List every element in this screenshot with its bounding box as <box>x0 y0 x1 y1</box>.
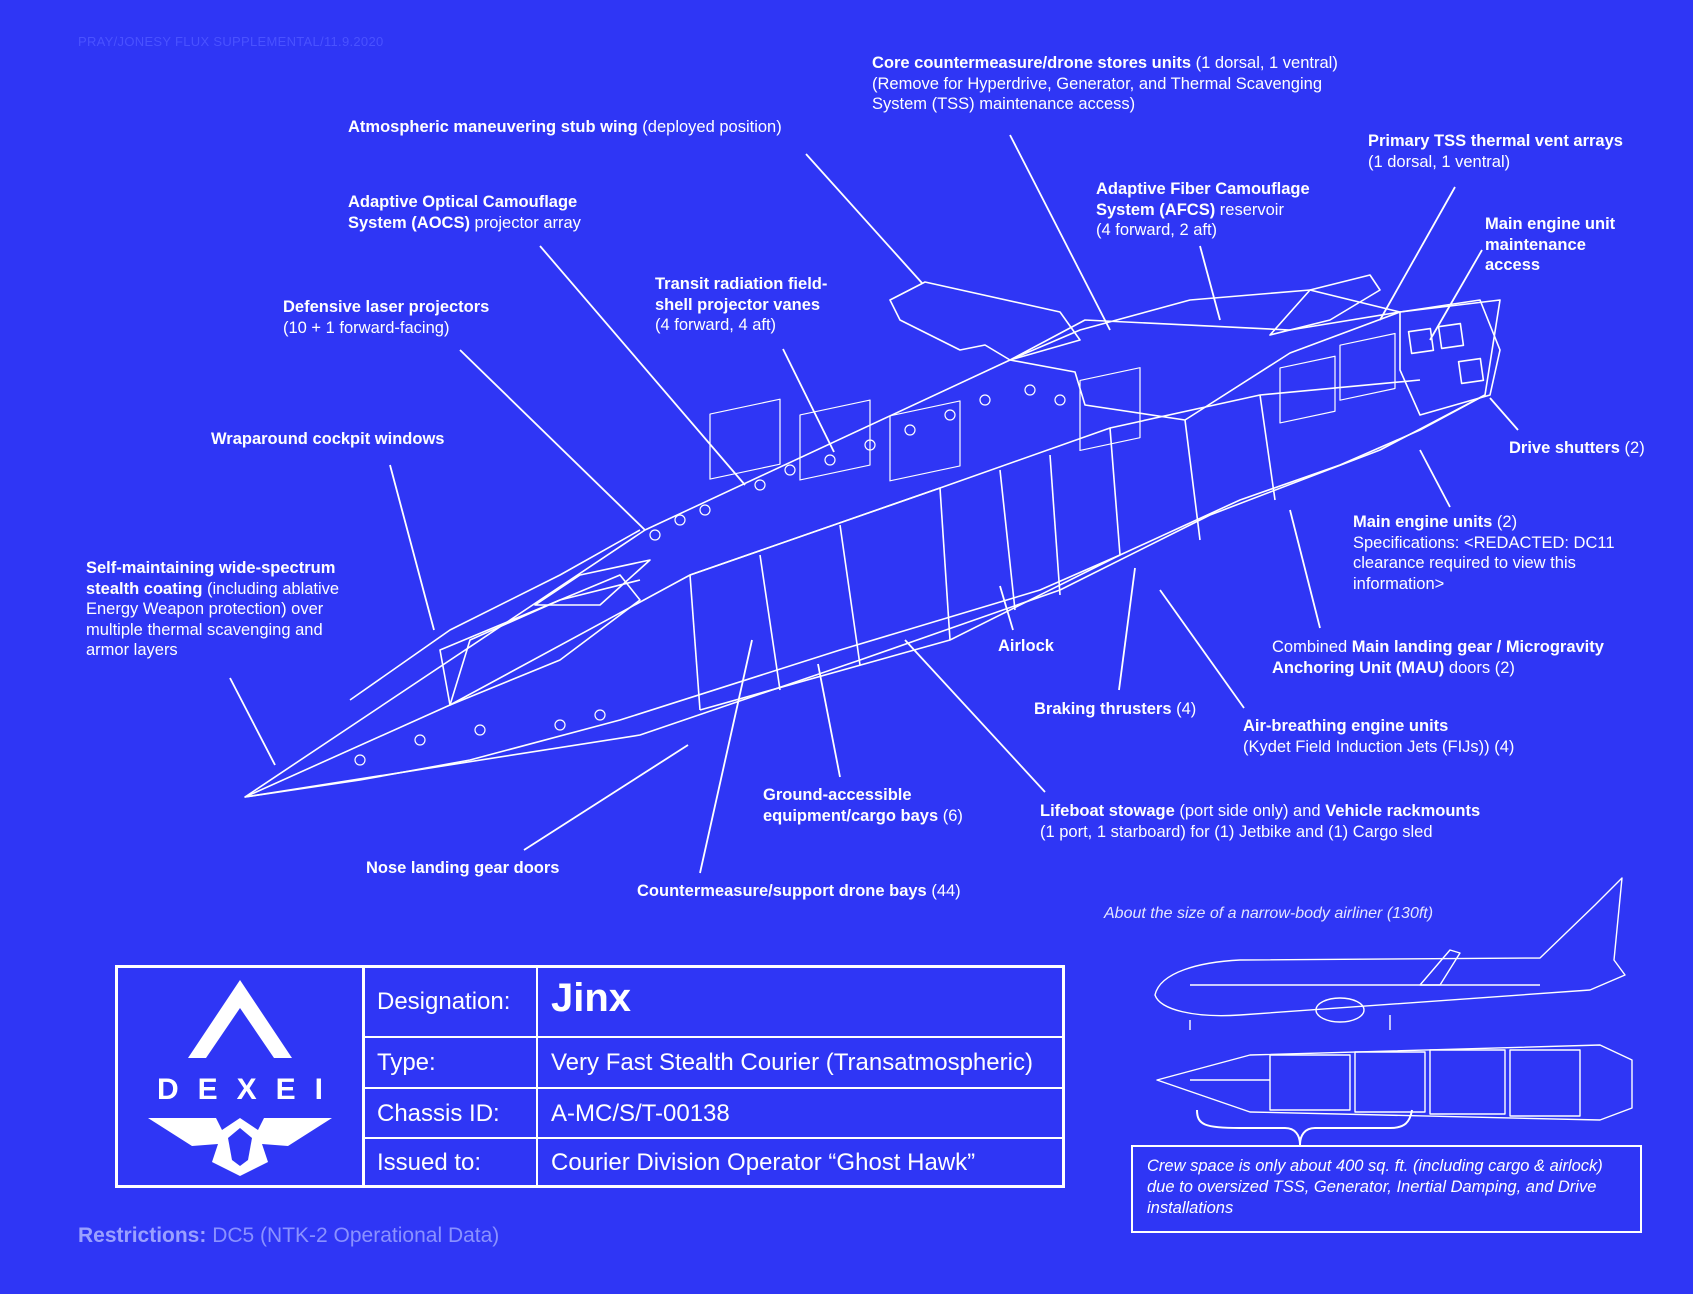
callout-engine-maintenance: Main engine unit maintenance access <box>1485 215 1616 274</box>
leader-lines <box>229 134 1519 874</box>
chassis-id-value: A-MC/S/T-00138 <box>551 1100 730 1127</box>
row-designation: Designation: Jinx <box>365 968 1062 1038</box>
callout-stub-wing: Atmospheric maneuvering stub wing (deplo… <box>348 118 782 136</box>
row-chassis-id: Chassis ID: A-MC/S/T-00138 <box>365 1089 1062 1139</box>
callout-braking-thrusters: Braking thrusters (4) <box>1034 700 1197 718</box>
chassis-id-label: Chassis ID: <box>377 1100 500 1127</box>
callout-drive-shutters: Drive shutters (2) <box>1509 439 1645 457</box>
airliner-silhouette <box>1154 877 1626 1030</box>
row-type: Type: Very Fast Stealth Courier (Transat… <box>365 1038 1062 1089</box>
engine-block <box>1399 299 1501 416</box>
callout-airlock: Airlock <box>998 637 1054 655</box>
laser-emitters <box>354 384 1066 766</box>
callout-main-engines: Main engine units (2) Specifications: <R… <box>1353 513 1615 593</box>
ship-plan-view <box>1156 1044 1633 1121</box>
cargo-bay-panels <box>709 332 1396 482</box>
issued-to-label: Issued to: <box>377 1149 482 1176</box>
restrictions: Restrictions: DC5 (NTK-2 Operational Dat… <box>78 1224 499 1248</box>
type-value: Very Fast Stealth Courier (Transatmosphe… <box>551 1049 1033 1076</box>
callout-cockpit-windows: Wraparound cockpit windows <box>211 430 445 448</box>
dexei-logo: DEXEI <box>118 968 365 1185</box>
scale-caption: About the size of a narrow-body airliner… <box>1104 905 1434 922</box>
tail-fin <box>1269 274 1381 336</box>
callout-radiation-vanes: Transit radiation field- shell projector… <box>655 275 828 334</box>
callout-stealth-coating: Self-maintaining wide-spectrum stealth c… <box>86 559 340 659</box>
row-issued-to: Issued to: Courier Division Operator “Gh… <box>365 1139 1062 1185</box>
callout-tss-vents: Primary TSS thermal vent arrays (1 dorsa… <box>1368 132 1623 171</box>
logo-wordmark: DEXEI <box>156 1073 343 1106</box>
type-label: Type: <box>377 1049 436 1076</box>
designation-label: Designation: <box>377 988 511 1015</box>
callout-drone-bays: Countermeasure/support drone bays (44) <box>637 882 961 900</box>
callout-core-stores: Core countermeasure/drone stores units (… <box>872 54 1338 113</box>
crew-space-note: Crew space is only about 400 sq. ft. (in… <box>1131 1145 1642 1233</box>
issued-to-value: Courier Division Operator “Ghost Hawk” <box>551 1149 976 1176</box>
callout-aocs: Adaptive Optical Camouflage System (AOCS… <box>348 193 581 232</box>
callout-lifeboat: Lifeboat stowage (port side only) and Ve… <box>1040 802 1481 841</box>
dexei-emblem-icon <box>148 980 332 1176</box>
callout-fij-engines: Air-breathing engine units (Kydet Field … <box>1243 717 1515 756</box>
stub-wing <box>889 281 1081 361</box>
watermark: PRAY/JONESY FLUX SUPPLEMENTAL/11.9.2020 <box>78 34 384 49</box>
callout-landing-gear: Combined Main landing gear / Microgravit… <box>1272 638 1604 677</box>
restrictions-value: DC5 (NTK-2 Operational Data) <box>212 1224 500 1247</box>
restrictions-label: Restrictions: <box>78 1224 207 1247</box>
callout-laser-projectors: Defensive laser projectors (10 + 1 forwa… <box>283 298 490 337</box>
dorsal-spine <box>1009 289 1401 361</box>
ship-hull <box>244 299 1501 798</box>
designation-value: Jinx <box>551 976 632 1020</box>
callout-afcs: Adaptive Fiber Camouflage System (AFCS) … <box>1096 180 1310 239</box>
title-block: DEXEI Designation: Jinx Type: Very Fast … <box>115 965 1065 1188</box>
callout-nose-gear: Nose landing gear doors <box>366 859 560 877</box>
callout-cargo-bays: Ground-accessible equipment/cargo bays (… <box>763 786 963 825</box>
